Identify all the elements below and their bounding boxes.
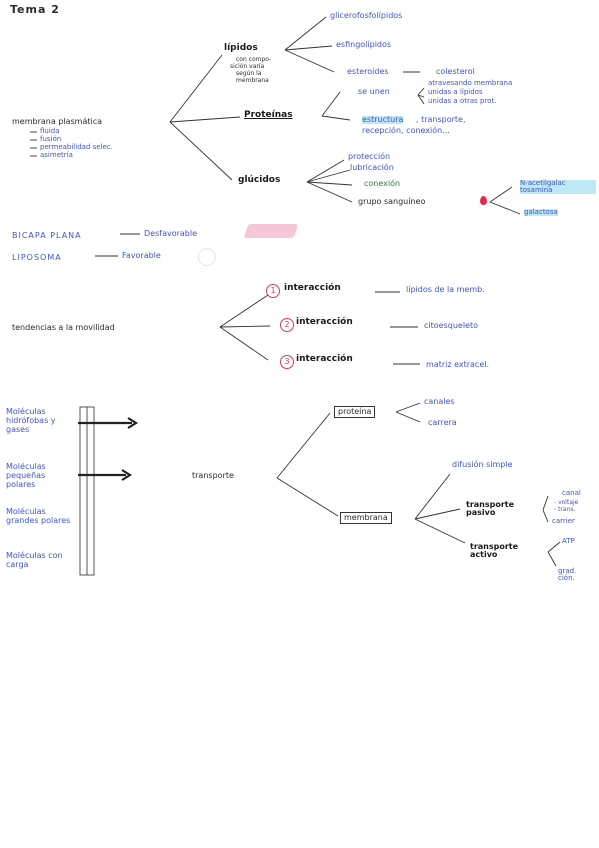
activo-item: grad. ción. — [558, 567, 577, 582]
glucidos-label: glúcidos — [238, 175, 281, 185]
liposoma-drawing — [198, 248, 216, 266]
membrana-subitem: permeabilidad selec. — [40, 143, 113, 151]
colesterol-note: unidas a otras prot. — [428, 97, 497, 105]
proteinas-item: se unen — [358, 87, 390, 96]
glucidos-item: conexión — [364, 179, 401, 188]
pasivo-item: - voltaje — [554, 499, 579, 506]
lipidos-item: glicerofosfolípidos — [330, 11, 403, 20]
glucidos-item: lubricación — [350, 163, 394, 172]
grupo-target: galactosa — [524, 208, 558, 216]
glucidos-item: protección — [348, 152, 391, 161]
interaccion-target: lípidos de la memb. — [406, 285, 485, 294]
transporte-root: transporte — [192, 471, 234, 480]
interaccion-target: citoesqueleto — [424, 321, 478, 330]
activo-item: ATP — [562, 537, 575, 545]
proteina-box: proteína — [334, 406, 376, 418]
interaccion-label: interacción — [296, 354, 353, 364]
page-title: Tema 2 — [10, 3, 60, 16]
pasivo-item: canal — [562, 489, 581, 497]
blood-drop-icon — [480, 196, 487, 205]
liposoma-result: Favorable — [122, 251, 161, 260]
interaccion-label: interacción — [296, 317, 353, 327]
molecule-label: Moléculas pequeñas polares — [6, 462, 46, 490]
bicapa-drawing — [243, 224, 299, 238]
membrana-subitem: asimetría — [40, 151, 73, 159]
membrana-box: membrana — [340, 512, 392, 524]
membrana-root: membrana plasmática — [12, 117, 103, 126]
lipidos-note: con compo- — [236, 56, 272, 63]
proteinas-item: recepción, conexión... — [362, 126, 450, 135]
membrana-subitem: fluida — [40, 127, 60, 135]
activo-label: transporte activo — [470, 542, 519, 559]
glucidos-item: grupo sanguíneo — [358, 197, 426, 206]
lipidos-item: esfingolípidos — [336, 40, 392, 49]
proteinas-label: Proteínas — [244, 110, 293, 120]
pasivo-label: transporte pasivo — [466, 500, 515, 517]
lipidos-label: lípidos — [224, 43, 258, 53]
proteina-item: carrera — [428, 418, 457, 427]
lipidos-item: esteroides — [347, 67, 389, 76]
membrana-subitem: fusión — [40, 135, 62, 143]
molecule-label: Moléculas hidrófobas y gases — [6, 407, 56, 435]
molecule-label: Moléculas grandes polares — [6, 507, 71, 526]
step-number: 3 — [280, 355, 294, 369]
step-number: 2 — [280, 318, 294, 332]
bicapa-label: BICAPA PLANA — [12, 231, 82, 240]
proteinas-item: estructura — [362, 115, 404, 124]
molecule-label: Moléculas con carga — [6, 551, 63, 570]
lipidos-note: según la — [236, 70, 262, 77]
colesterol-note: unidas a lípidos — [428, 88, 483, 96]
interaccion-label: interacción — [284, 283, 341, 293]
step-number: 1 — [266, 284, 280, 298]
liposoma-label: LIPOSOMA — [12, 253, 62, 262]
pasivo-item: carrier — [552, 517, 575, 525]
lipidos-note: membrana — [236, 77, 269, 84]
interaccion-target: matriz extracel. — [426, 360, 490, 369]
grupo-target: N-acetilgalac tosamina — [520, 180, 596, 194]
pasivo-item: - trans. — [554, 506, 576, 513]
movilidad-root: tendencias a la movilidad — [12, 323, 115, 332]
colesterol: colesterol — [436, 67, 475, 76]
bicapa-result: Desfavorable — [144, 229, 198, 238]
colesterol-note: atravesando membrana — [428, 79, 513, 87]
difusion-label: difusión simple — [452, 460, 513, 469]
lipidos-note: sición varía — [230, 63, 265, 70]
proteina-item: canales — [424, 397, 455, 406]
proteinas-item: , transporte, — [416, 115, 466, 124]
